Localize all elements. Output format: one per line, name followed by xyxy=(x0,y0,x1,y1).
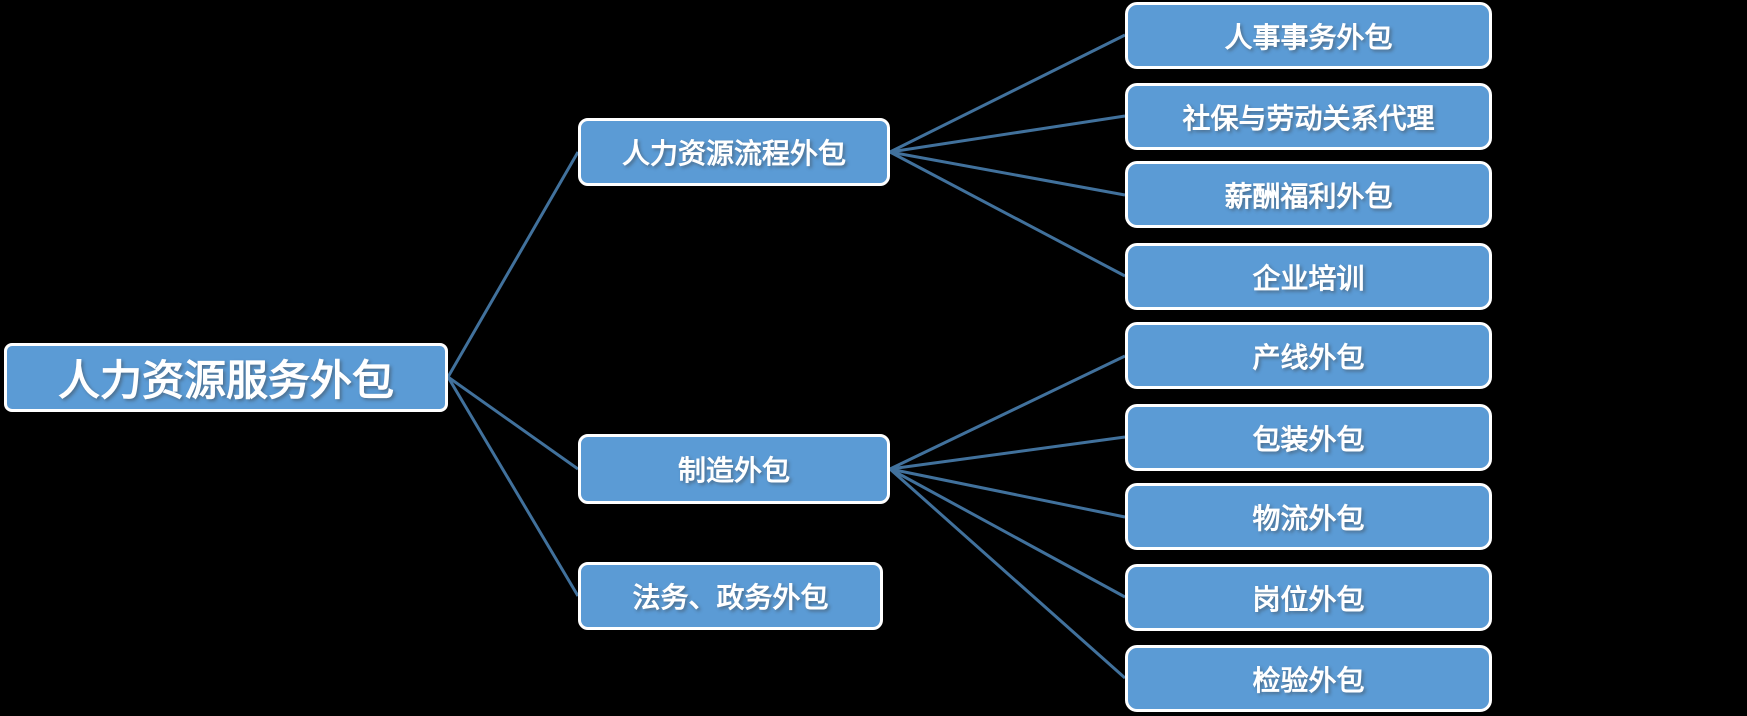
connector-branch1-to-leaf-6 xyxy=(889,467,1126,519)
connector-branch0-to-leaf-0 xyxy=(889,33,1126,154)
leaf-node-production-line: 产线外包 xyxy=(1125,322,1492,389)
connector-root-to-branch-1 xyxy=(447,375,579,471)
connector-branch1-to-leaf-5 xyxy=(889,435,1126,471)
leaf-node-personnel-affairs: 人事事务外包 xyxy=(1125,2,1492,69)
branch-node-manufacturing-outsourcing: 制造外包 xyxy=(578,434,890,504)
leaf-node-compensation-benefits: 薪酬福利外包 xyxy=(1125,161,1492,228)
leaf-node-logistics: 物流外包 xyxy=(1125,483,1492,550)
connector-root-to-branch-2 xyxy=(446,376,580,597)
connector-branch1-to-leaf-4 xyxy=(889,354,1126,471)
connector-branch0-to-leaf-2 xyxy=(889,150,1126,197)
connector-branch0-to-leaf-3 xyxy=(889,150,1126,278)
branch-node-hr-process-outsourcing: 人力资源流程外包 xyxy=(578,118,890,186)
connector-root-to-branch-0 xyxy=(446,151,580,378)
connector-branch0-to-leaf-1 xyxy=(889,114,1126,154)
root-node-hr-service-outsourcing: 人力资源服务外包 xyxy=(4,343,448,412)
connector-branch1-to-leaf-7 xyxy=(889,467,1126,599)
leaf-node-packaging: 包装外包 xyxy=(1125,404,1492,471)
connector-branch1-to-leaf-8 xyxy=(889,467,1126,680)
leaf-node-social-security-labor-relations: 社保与劳动关系代理 xyxy=(1125,83,1492,150)
leaf-node-corporate-training: 企业培训 xyxy=(1125,243,1492,310)
branch-node-legal-government-outsourcing: 法务、政务外包 xyxy=(578,562,883,630)
leaf-node-position: 岗位外包 xyxy=(1125,564,1492,631)
leaf-node-inspection: 检验外包 xyxy=(1125,645,1492,712)
